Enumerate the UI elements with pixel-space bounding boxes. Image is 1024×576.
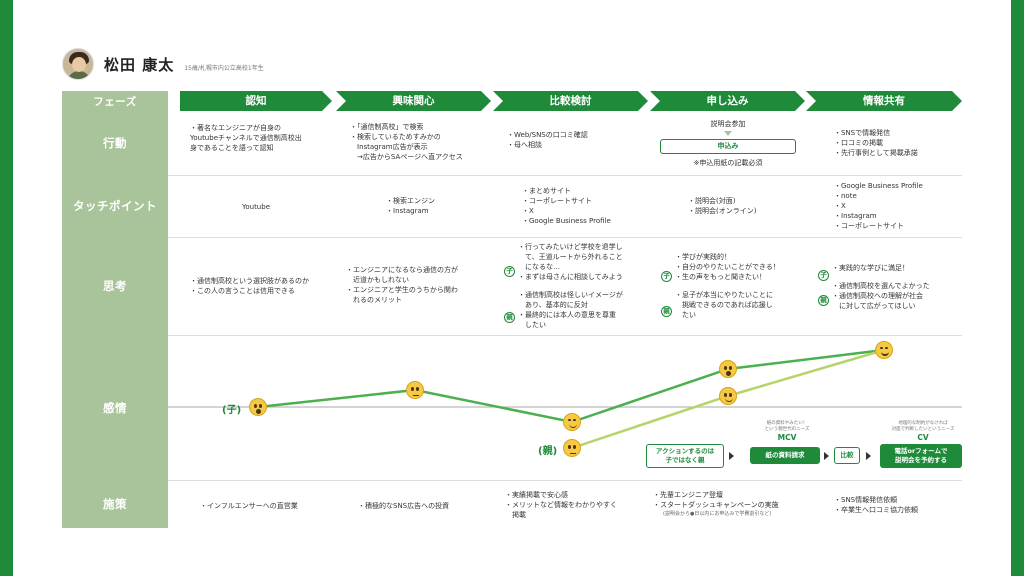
touchpoint-comparison: ・まとめサイト ・コーポレートサイト ・X ・Google Business P…	[522, 187, 611, 225]
compare-box: 比較	[834, 447, 860, 464]
phase-arrow-shape	[650, 91, 805, 111]
thought-awareness: ・通信制高校という選択肢があるのか ・この人の言うことは信用できる	[190, 277, 309, 295]
measure-comparison: ・実績掲載で安心感 ・メリットなど情報をわかりやすく 掲載	[505, 491, 617, 519]
grinning-face-icon	[875, 341, 893, 359]
badge-child: 子	[504, 258, 515, 277]
row-divider	[168, 335, 962, 336]
phase-interest: 興味関心	[336, 91, 491, 111]
left-accent-bar	[0, 0, 13, 576]
relieved-face-icon	[563, 413, 581, 431]
action-interest: ・「通信制高校」で検索 ・検索しているためすみかの Instagram広告が表示…	[350, 123, 463, 161]
phase-label: 情報共有	[863, 95, 905, 107]
measure-application-note: (説明会から●日以内にお申込みで学費割引など)	[663, 511, 772, 517]
emotion-label-parent: (親)	[538, 446, 558, 457]
touchpoint-interest: ・検索エンジン ・Instagram	[386, 197, 435, 215]
action-comparison: ・Web/SNSの口コミ確認 ・母へ相談	[507, 131, 588, 149]
emotion-label-child: (子)	[222, 405, 242, 416]
row-label-touchpoint: タッチポイント	[73, 199, 157, 213]
mcv-note: 紙の資料やみたい！ という親世代のニーズ	[764, 421, 810, 432]
badge-parent: 親	[818, 287, 829, 306]
thought-comparison-parent: ・通信制高校は怪しいイメージが あり、基本的に反対 ・最終的には本人の意思を尊重…	[518, 291, 623, 329]
right-accent-bar	[1011, 0, 1024, 576]
touchpoint-awareness: Youtube	[242, 203, 270, 211]
action-application-note: ※申込用紙の記載必須	[693, 159, 763, 167]
persona-header: 松田 康太 15歳/札幌市内公立高校1年生	[62, 46, 264, 82]
down-arrow-icon	[724, 131, 732, 136]
phase-arrow-shape	[493, 91, 648, 111]
action-sharing: ・SNSで情報発信 ・口コミの掲載 ・先行事例として掲載承諾	[834, 129, 918, 157]
flow-arrow-icon	[729, 452, 734, 460]
row-label-measure: 施策	[103, 497, 127, 511]
avatar	[62, 48, 94, 80]
badge-parent: 親	[661, 298, 672, 317]
phase-application: 申し込み	[650, 91, 805, 111]
badge-parent: 親	[504, 304, 515, 323]
persona-subinfo: 15歳/札幌市内公立高校1年生	[184, 64, 264, 72]
row-divider	[168, 237, 962, 238]
surprised-face-icon	[249, 398, 267, 416]
cv-box: 電話orフォームで 説明会を予約する	[880, 444, 962, 468]
thought-interest: ・エンジニアになるなら通信の方が 近道かもしれない ・エンジニアと学生のうちから…	[346, 266, 458, 304]
thought-application-child: ・学びが実践的！ ・自分のやりたいことができる！ ・生の声をもっと聞きたい！	[675, 253, 780, 281]
phase-arrow-shape	[180, 91, 332, 111]
phase-comparison: 比較検討	[493, 91, 648, 111]
action-actor-box: アクションするのは 子ではなく親	[646, 444, 724, 468]
child-emotion-line	[257, 348, 885, 424]
measure-application: ・先輩エンジニア登壇 ・スタートダッシュキャンペーンの実施	[653, 491, 779, 509]
phase-arrow-shape	[806, 91, 962, 111]
thought-sharing-parent: ・通信制高校を選んでよかった ・通信制高校への理解が社会 に対して広がってほしい	[832, 282, 930, 310]
row-label-action: 行動	[103, 136, 127, 150]
measure-interest: ・積極的なSNS広告への投資	[358, 502, 450, 510]
smiling-face-icon	[719, 387, 737, 405]
badge-child: 子	[661, 263, 672, 282]
phase-arrow-shape	[336, 91, 491, 111]
thought-application-parent: ・息子が本当にやりたいことに 挑戦できるのであれば応援し たい	[675, 291, 773, 319]
row-divider	[168, 480, 962, 481]
cv-note: 地理的な制約がなければ 対面で判断したいというニーズ	[891, 421, 955, 432]
measure-sharing: ・SNS情報発信依頼 ・卒業生へ口コミ協力依頼	[834, 496, 918, 514]
action-application-top: 説明会参加	[710, 120, 746, 128]
row-label-emotion: 感情	[103, 400, 127, 415]
row-label-thought: 思考	[103, 279, 127, 293]
mcv-box: 紙の資料請求	[750, 447, 820, 464]
skeptical-face-icon	[563, 439, 581, 457]
phase-label: 比較検討	[549, 95, 592, 107]
phase-label: 認知	[245, 95, 267, 107]
cv-label: CV	[917, 433, 929, 442]
phase-label: 申し込み	[706, 95, 749, 107]
mcv-label: MCV	[777, 433, 797, 442]
application-step-box: 申込み	[660, 139, 796, 154]
persona-name: 松田 康太	[104, 55, 175, 74]
excited-face-icon	[719, 360, 737, 378]
phase-sharing: 情報共有	[806, 91, 962, 111]
phase-label: 興味関心	[392, 95, 435, 107]
badge-child: 子	[818, 262, 829, 281]
thought-sharing-child: ・実践的な学びに満足！	[832, 264, 909, 272]
thought-comparison-child: ・行ってみたいけど学校を退学し て、王道ルートから外れること になるな… ・まず…	[518, 243, 623, 281]
measure-awareness: ・インフルエンサーへの直営業	[200, 502, 298, 510]
row-label-column: フェーズ 行動 タッチポイント 思考 感情 施策	[62, 91, 168, 528]
action-awareness: ・著名なエンジニアが自身の Youtubeチャンネルで通信制高校出 身であること…	[190, 124, 302, 152]
row-label-phase: フェーズ	[93, 95, 137, 108]
phase-awareness: 認知	[180, 91, 332, 111]
thinking-face-icon	[406, 381, 424, 399]
flow-arrow-icon	[824, 452, 829, 460]
touchpoint-application: ・説明会(対面) ・説明会(オンライン)	[688, 197, 757, 215]
touchpoint-sharing: ・Google Business Profile ・note ・X ・Insta…	[834, 182, 923, 230]
row-divider	[168, 175, 962, 176]
flow-arrow-icon	[866, 452, 871, 460]
